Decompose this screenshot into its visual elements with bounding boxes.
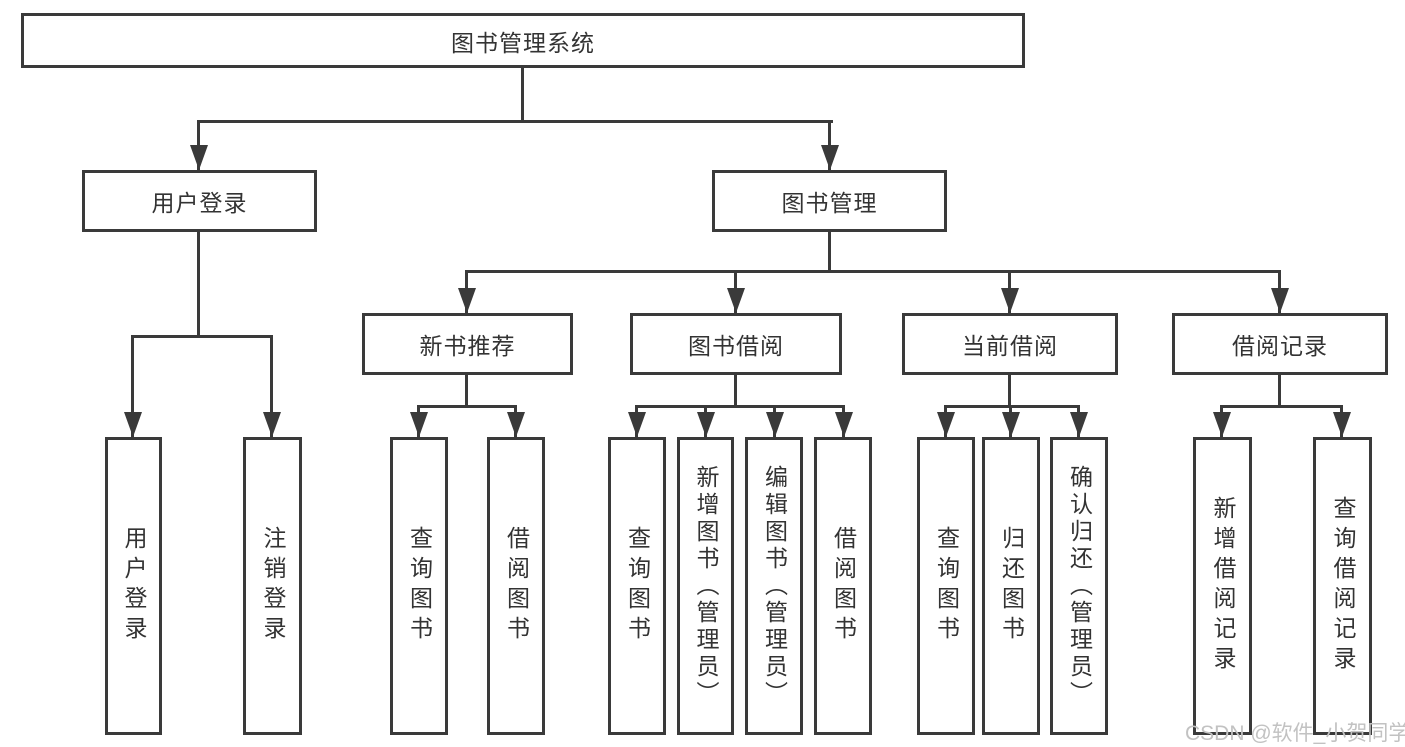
arrow-down-icon [697, 412, 715, 437]
connector-leaf-user-login-in [131, 335, 134, 437]
connector-borrowing-records-drop [1278, 375, 1281, 405]
arrow-down-icon [821, 145, 839, 170]
connector-book-management-drop [828, 232, 831, 270]
arrow-down-icon [766, 412, 784, 437]
arrow-down-icon [190, 145, 208, 170]
leaf-borrow-books-recommend: 借阅图书 [487, 437, 545, 735]
watermark-text: CSDN @软件_小贺同学 [1185, 722, 1405, 745]
connector-new-book-splitter [417, 405, 517, 408]
leaf-user-login: 用户登录 [105, 437, 162, 735]
arrow-down-icon [1333, 412, 1351, 437]
leaf-user-login-label: 用户登录 [121, 526, 147, 646]
leaf-query-books-borrowing: 查询图书 [608, 437, 666, 735]
node-root: 图书管理系统 [21, 13, 1025, 68]
connector-top-splitter [197, 120, 833, 123]
arrow-down-icon [727, 288, 745, 313]
connector-current-borrowing-splitter [944, 405, 1080, 408]
leaf-query-books-borrowing-label: 查询图书 [624, 526, 651, 646]
node-book-borrowing: 图书借阅 [630, 313, 842, 375]
leaf-edit-book-admin: 编辑图书（管理员） [745, 437, 803, 735]
connector-leaf-logout-in [270, 335, 273, 437]
node-user-login-label: 用户登录 [151, 190, 248, 216]
connector-user-login-splitter [131, 335, 273, 338]
arrow-down-icon [937, 412, 955, 437]
arrow-down-icon [410, 412, 428, 437]
leaf-logout-label: 注销登录 [260, 526, 286, 646]
node-book-borrowing-label: 图书借阅 [688, 333, 784, 359]
node-user-login: 用户登录 [82, 170, 317, 232]
leaf-query-books-current: 查询图书 [917, 437, 975, 735]
leaf-query-books-current-label: 查询图书 [933, 526, 960, 646]
node-book-management: 图书管理 [712, 170, 947, 232]
node-current-borrowing-label: 当前借阅 [962, 333, 1058, 359]
leaf-confirm-return-admin-label: 确认归还（管理员） [1066, 464, 1093, 708]
leaf-borrow-books-borrowing: 借阅图书 [814, 437, 872, 735]
node-root-label: 图书管理系统 [451, 29, 595, 56]
connector-book-borrowing-splitter [635, 405, 845, 408]
node-current-borrowing: 当前借阅 [902, 313, 1118, 375]
leaf-query-books-recommend-label: 查询图书 [406, 526, 433, 646]
leaf-borrow-books-recommend-label: 借阅图书 [503, 526, 530, 646]
arrow-down-icon [628, 412, 646, 437]
arrow-down-icon [1070, 412, 1088, 437]
connector-book-borrowing-drop [734, 375, 737, 405]
connector-user-login-drop [197, 232, 200, 335]
arrow-down-icon [835, 412, 853, 437]
leaf-query-books-recommend: 查询图书 [390, 437, 448, 735]
leaf-edit-book-admin-label: 编辑图书（管理员） [761, 464, 788, 708]
arrow-down-icon [263, 412, 281, 437]
connector-root-drop [521, 68, 524, 120]
arrow-down-icon [458, 288, 476, 313]
leaf-add-borrow-record-label: 新增借阅记录 [1210, 496, 1236, 676]
node-book-management-label: 图书管理 [781, 190, 878, 216]
leaf-logout: 注销登录 [243, 437, 302, 735]
node-borrowing-records-label: 借阅记录 [1232, 333, 1328, 359]
connector-new-book-drop [465, 375, 468, 405]
connector-current-borrowing-drop [1008, 375, 1011, 405]
connector-book-management-splitter [465, 270, 1281, 273]
leaf-add-borrow-record: 新增借阅记录 [1193, 437, 1252, 735]
leaf-return-book-label: 归还图书 [998, 526, 1025, 646]
arrow-down-icon [1001, 288, 1019, 313]
node-new-book-recommendation-label: 新书推荐 [419, 333, 516, 359]
arrow-down-icon [1002, 412, 1020, 437]
leaf-add-book-admin: 新增图书（管理员） [677, 437, 734, 735]
arrow-down-icon [1213, 412, 1231, 437]
node-new-book-recommendation: 新书推荐 [362, 313, 573, 375]
leaf-add-book-admin-label: 新增图书（管理员） [693, 464, 719, 708]
leaf-query-borrow-record: 查询借阅记录 [1313, 437, 1372, 735]
connector-borrowing-records-splitter [1220, 405, 1343, 408]
arrow-down-icon [507, 412, 525, 437]
arrow-down-icon [124, 412, 142, 437]
node-borrowing-records: 借阅记录 [1172, 313, 1388, 375]
leaf-confirm-return-admin: 确认归还（管理员） [1050, 437, 1108, 735]
arrow-down-icon [1271, 288, 1289, 313]
leaf-return-book: 归还图书 [982, 437, 1040, 735]
leaf-query-borrow-record-label: 查询借阅记录 [1330, 496, 1356, 676]
leaf-borrow-books-borrowing-label: 借阅图书 [830, 526, 857, 646]
